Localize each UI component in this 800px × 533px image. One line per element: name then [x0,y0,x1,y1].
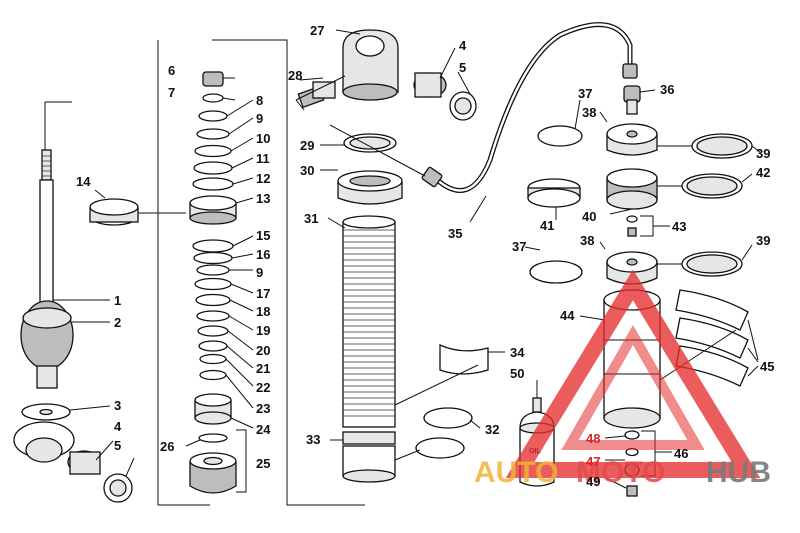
callout-4: 4 [114,419,122,434]
callout-27: 27 [310,23,324,38]
callout-32: 32 [485,422,499,437]
valve-stack [185,71,254,494]
watermark-triangle [505,269,761,478]
callout-36: 36 [660,82,674,97]
callout-5: 5 [114,438,121,453]
body-clips [394,343,505,461]
callout-17: 17 [256,286,270,301]
callout-25: 25 [256,456,270,471]
callout-30: 30 [300,163,314,178]
callout-22: 22 [256,380,270,395]
watermark-text-moto: MOTO [576,456,665,489]
callout-47: 47 [586,454,600,469]
callout-35: 35 [448,226,462,241]
watermark: AUTO MOTO HUB [474,269,771,489]
callout-13: 13 [256,191,270,206]
callout-39: 39 [756,146,770,161]
callout-29: 29 [300,138,314,153]
callout-16: 16 [256,247,270,262]
callout-21: 21 [256,361,270,376]
callout-38b: 38 [580,233,594,248]
callout-43: 43 [672,219,686,234]
callout-12: 12 [256,171,270,186]
callout-8: 8 [256,93,263,108]
callout-26: 26 [160,439,174,454]
reservoir-hose [329,22,638,223]
callout-10: 10 [256,131,270,146]
callout-20: 20 [256,343,270,358]
callout-28: 28 [288,68,302,83]
shaft-ring [89,189,186,226]
callout-6: 6 [168,63,175,78]
callout-42: 42 [756,165,770,180]
body-cap-parts [320,133,403,205]
callout-37: 37 [578,86,592,101]
bump-stop [20,300,110,389]
callout-18: 18 [256,304,270,319]
callout-40: 40 [582,209,596,224]
callout-34: 34 [510,345,525,360]
callout-48: 48 [586,431,600,446]
callout-23: 23 [256,401,270,416]
callout-33: 33 [306,432,320,447]
watermark-text-hub: HUB [706,456,771,489]
callout-50: 50 [510,366,524,381]
shock-body [327,215,396,483]
callout-5b: 5 [459,60,466,75]
reservoir-shields [659,289,759,387]
callout-37b: 37 [512,239,526,254]
callout-14: 14 [76,174,91,189]
shock-shaft [39,149,110,311]
callout-31: 31 [304,211,318,226]
callout-7: 7 [168,85,175,100]
callout-44: 44 [560,308,575,323]
callout-9: 9 [256,111,263,126]
reservoir-upper [527,85,761,237]
callout-38: 38 [582,105,596,120]
callout-39b: 39 [756,233,770,248]
callout-4b: 4 [459,38,467,53]
callout-9b: 9 [256,265,263,280]
callout-45: 45 [760,359,774,374]
callout-41: 41 [540,218,554,233]
watermark-text-auto: AUTO [474,456,558,489]
callout-1: 1 [114,293,121,308]
callout-15: 15 [256,228,270,243]
upper-eye-mount [295,29,477,121]
callout-24: 24 [256,422,271,437]
callout-2: 2 [114,315,121,330]
callout-49: 49 [586,474,600,489]
callout-19: 19 [256,323,270,338]
callout-3: 3 [114,398,121,413]
lower-eye-parts [13,403,135,503]
callout-46: 46 [674,446,688,461]
callout-11: 11 [256,151,270,166]
callout-labels: 1 2 3 4 5 6 7 8 9 10 11 12 13 14 15 16 9… [76,23,774,489]
